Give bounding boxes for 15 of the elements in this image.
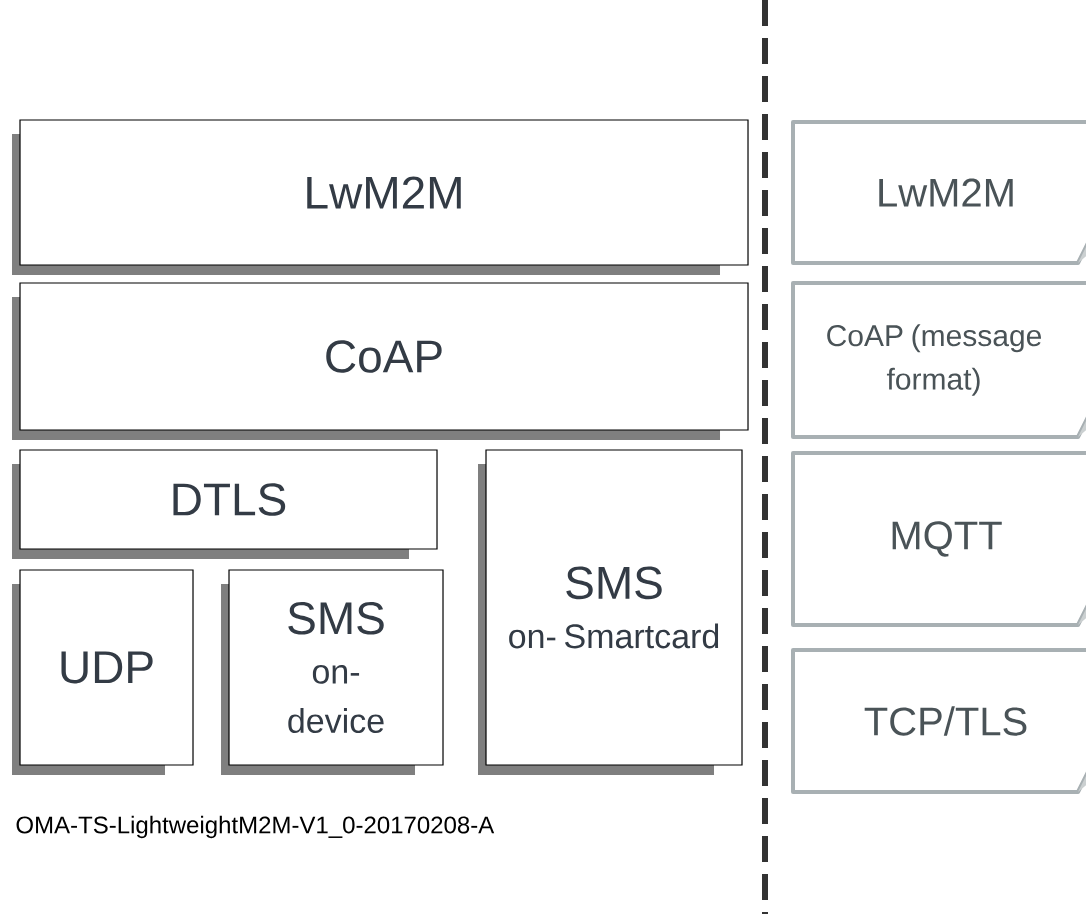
node-label: TCP/TLS [864, 706, 1027, 736]
layer-box: LwM2M [12, 119, 749, 275]
document-reference: OMA-TS-LightweightM2M-V1_0-20170208-A [16, 815, 495, 839]
layer-box: CoAP [12, 282, 749, 440]
node-label: CoAP (message format) [827, 324, 1042, 396]
layer-card: TCP/TLS [791, 648, 1086, 794]
layer-card: MQTT [791, 451, 1086, 627]
layer-card: LwM2M [791, 120, 1086, 265]
node-label: MQTT [892, 521, 1002, 557]
node-label: LwM2M [879, 178, 1013, 207]
layer-card: CoAP (message format) [791, 281, 1086, 439]
layer-box: SMS on- device [221, 569, 444, 775]
layer-box: UDP [12, 569, 194, 775]
layer-box: DTLS [12, 449, 438, 559]
layer-box: SMS on- Smartcard [478, 449, 743, 775]
